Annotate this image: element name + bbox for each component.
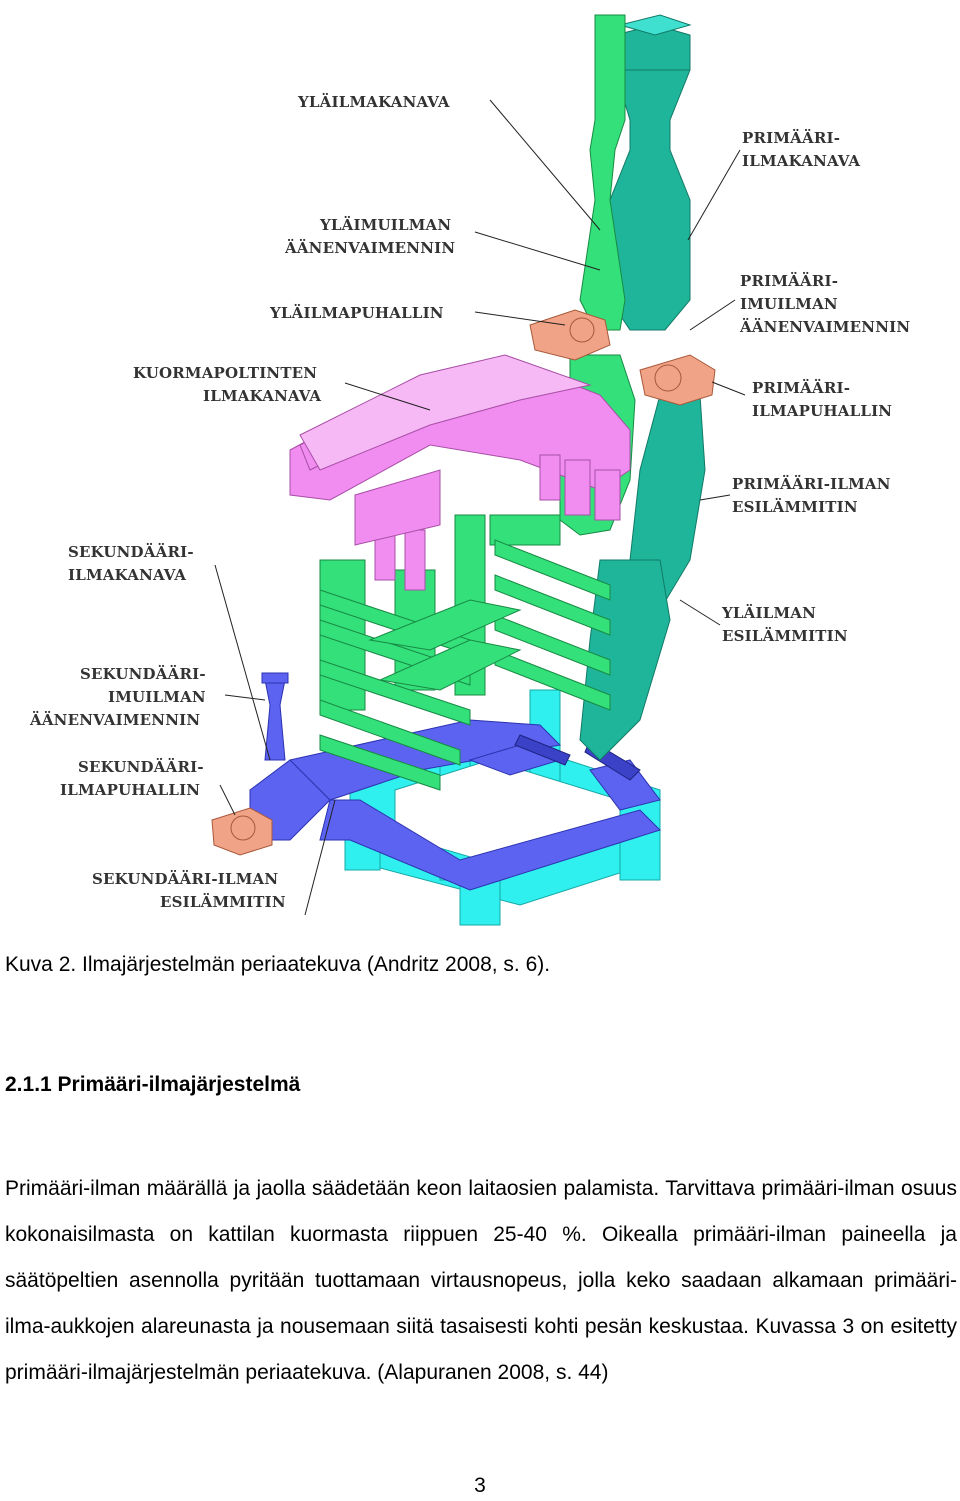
- label-sek-imu: SEKUNDÄÄRI-: [80, 664, 206, 683]
- label-prim-imu-3: ÄÄNENVAIMENNIN: [739, 317, 910, 336]
- label-ylailmapuhallin: YLÄILMAPUHALLIN: [269, 303, 444, 322]
- over-air-fan: [529, 309, 611, 361]
- label-prim-puh: PRIMÄÄRI-: [752, 378, 850, 397]
- label-prim-esi-2: ESILÄMMITIN: [732, 497, 858, 516]
- label-prim-esi: PRIMÄÄRI-ILMAN: [732, 474, 891, 493]
- section-heading: 2.1.1 Primääri-ilmajärjestelmä: [5, 1073, 301, 1096]
- label-sek-esi-2: ESILÄMMITIN: [160, 892, 286, 911]
- label-prim-imu: PRIMÄÄRI-: [740, 271, 838, 290]
- label-prim-puh-2: ILMAPUHALLIN: [752, 402, 892, 420]
- leader-lines: [214, 99, 746, 916]
- label-prim-imu-2: IMUILMAN: [740, 295, 838, 313]
- label-ylaimuilman-2: ÄÄNENVAIMENNIN: [284, 238, 455, 257]
- label-yla-esi-2: ESILÄMMITIN: [722, 626, 848, 645]
- label-kuormapoltin: KUORMAPOLTINTEN: [133, 364, 317, 382]
- label-sek-esi: SEKUNDÄÄRI-ILMAN: [92, 869, 278, 888]
- magenta-duct-top: [299, 354, 592, 471]
- label-yla-esi: YLÄILMAN: [721, 603, 816, 622]
- green-horizontal-bars: [319, 539, 611, 791]
- primary-air-fan: [639, 354, 716, 406]
- label-sek-imu-3: ÄÄNENVAIMENNIN: [29, 710, 200, 729]
- label-prim-kanava: PRIMÄÄRI-: [742, 128, 840, 147]
- label-sek-imu-2: IMUILMAN: [108, 688, 206, 706]
- label-ylaimuilman: YLÄIMUILMAN: [319, 215, 451, 234]
- label-prim-kanava-2: ILMAKANAVA: [742, 152, 860, 170]
- body-paragraph: Primääri-ilman määrällä ja jaolla säädet…: [5, 1177, 957, 1384]
- teal-primary-ducts: [579, 24, 706, 761]
- label-sek-puh-2: ILMAPUHALLIN: [60, 781, 200, 799]
- label-kuormapoltin-2: ILMAKANAVA: [203, 387, 321, 405]
- teal-duct-top: [618, 14, 692, 36]
- label-sek-kanava: SEKUNDÄÄRI-: [68, 542, 194, 561]
- diagram-labels: YLÄILMAKANAVA YLÄIMUILMAN ÄÄNENVAIMENNIN…: [29, 92, 910, 911]
- air-system-diagram: YLÄILMAKANAVA YLÄIMUILMAN ÄÄNENVAIMENNIN…: [29, 14, 910, 926]
- label-sek-kanava-2: ILMAKANAVA: [68, 566, 186, 584]
- page-number: 3: [474, 1474, 486, 1497]
- figure-caption: Kuva 2. Ilmajärjestelmän periaatekuva (A…: [5, 953, 551, 976]
- label-ylailmakanava: YLÄILMAKANAVA: [297, 92, 450, 111]
- secondary-air-fan: [211, 807, 273, 856]
- label-sek-puh: SEKUNDÄÄRI-: [78, 757, 204, 776]
